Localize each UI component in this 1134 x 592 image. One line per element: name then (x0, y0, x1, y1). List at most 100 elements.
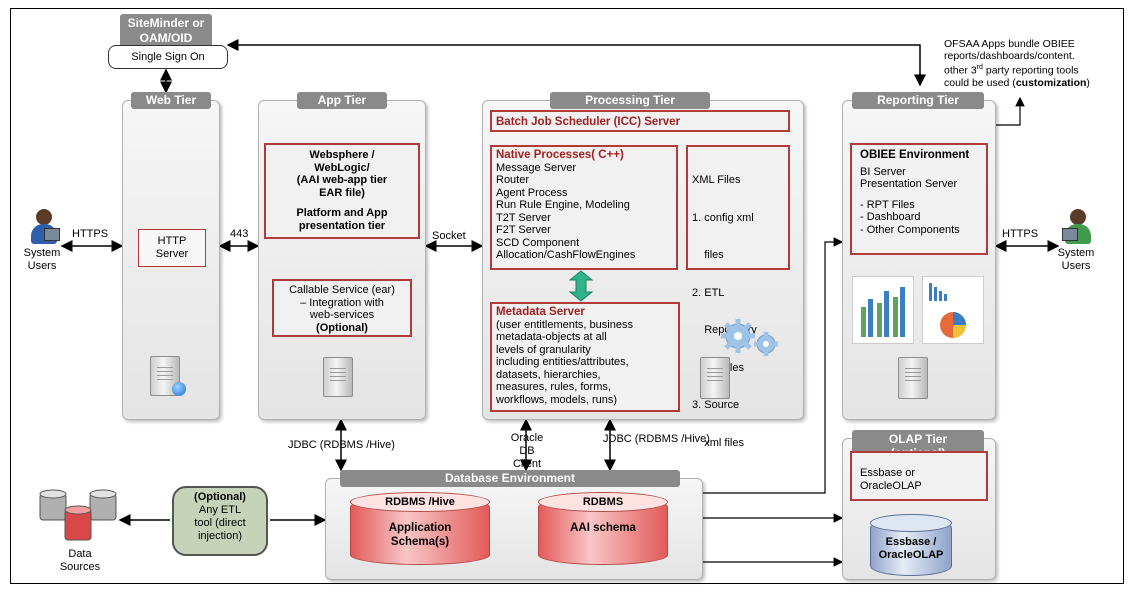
socket-label: Socket (432, 230, 466, 242)
native-processes-title: Native Processes( C++) (496, 149, 624, 161)
xml-item: 2. ETL (692, 286, 725, 299)
web-tier-title: Web Tier (131, 92, 211, 109)
processing-tier-title: Processing Tier (550, 92, 710, 109)
app-tier-title: App Tier (297, 92, 387, 109)
obiee-environment-box: OBIEE Environment BI Server Presentation… (850, 143, 988, 255)
callable-line: Callable Service (ear) (289, 284, 395, 296)
metadata-exchange-arrow-icon (568, 270, 594, 302)
database-environment-title: Database Environment (340, 470, 680, 487)
app-main-line: (AAI web-app tier (296, 174, 388, 186)
jdbc-right-label: JDBC (RDBMS /Hive) (603, 433, 710, 445)
note-line3: other 3rd party reporting tools (944, 64, 1079, 77)
native-item: Allocation/CashFlowEngines (496, 249, 636, 261)
app-main-line: Platform and App (296, 207, 388, 219)
websphere-box: Websphere / WebLogic/ (AAI web-app tier … (264, 143, 420, 239)
metadata-server-title: Metadata Server (496, 306, 585, 318)
native-item: Run Rule Engine, Modeling (496, 199, 630, 211)
callable-service-box: Callable Service (ear) – Integration wit… (272, 279, 412, 337)
http-server-box: HTTP Server (138, 229, 206, 267)
customization-note: OFSAA Apps bundle OBIEE reports/dashboar… (944, 38, 1129, 89)
app-main-line: EAR file) (319, 186, 365, 199)
metadata-line: measures, rules, forms, (496, 381, 611, 393)
native-item: T2T Server (496, 211, 551, 224)
users-right-line2: Users (1061, 260, 1091, 272)
olap-title-line1: OLAP Tier (888, 432, 948, 446)
reporting-server-icon (898, 357, 928, 399)
metadata-line: including entities/attributes, (496, 356, 629, 368)
reporting-tier-title: Reporting Tier (852, 92, 984, 109)
database-stack-icon (39, 489, 117, 541)
metadata-line: workflows, models, runs) (496, 393, 618, 406)
app-schema-line2: Schema(s) (390, 536, 450, 548)
etl-line3: tool (direct (194, 517, 246, 529)
xml-item: 3. Source (692, 399, 740, 411)
callable-line: – Integration with (300, 296, 384, 309)
xml-files-title: XML Files (692, 174, 741, 186)
xml-item: 1. config xml (692, 211, 754, 224)
essbase-cyl-line2: OracleOLAP (878, 549, 944, 561)
sso-title-line2: OAM/OID (139, 31, 193, 45)
data-sources-label: Data Sources (55, 548, 105, 574)
globe-icon (172, 382, 186, 396)
users-right-line1: System (1057, 247, 1095, 259)
callable-optional: (Optional) (316, 321, 368, 334)
essbase-box-line2: OracleOLAP (860, 479, 922, 492)
app-main-spacer (270, 199, 414, 207)
application-schema-top: RDBMS /Hive (350, 492, 490, 512)
native-item: Message Server (496, 161, 577, 174)
app-server-icon (323, 357, 353, 397)
users-left-line2: Users (27, 260, 57, 272)
essbase-cyl-line1: Essbase / (885, 536, 937, 548)
metadata-server-box: Metadata Server (user entitlements, busi… (490, 302, 680, 412)
app-schema-line1: Application (388, 522, 452, 534)
sso-label: Single Sign On (131, 51, 205, 63)
obiee-title: OBIEE Environment (860, 149, 970, 161)
https-right-label: HTTPS (1002, 228, 1039, 240)
data-sources-line1: Data (68, 548, 92, 560)
etl-line4: injection) (197, 530, 243, 542)
metadata-line: levels of granularity (496, 343, 591, 356)
native-processes-box: Native Processes( C++) Message Server Ro… (490, 145, 678, 270)
system-users-right-label: System Users (1052, 247, 1100, 273)
data-sources-line2: Sources (59, 561, 101, 573)
obiee-line: Presentation Server (860, 178, 958, 190)
diagram-frame (10, 8, 1124, 584)
metadata-line: (user entitlements, business (496, 318, 633, 331)
https-left-label: HTTPS (72, 228, 109, 240)
obiee-spacer (860, 191, 978, 199)
aai-schema-top: RDBMS (538, 492, 668, 512)
note-line2: reports/dashboards/content. (944, 50, 1075, 62)
batch-scheduler-box: Batch Job Scheduler (ICC) Server (490, 110, 790, 132)
metadata-line: metadata-objects at all (496, 331, 607, 343)
http-server-line1: HTTP (157, 235, 187, 247)
users-left-line1: System (23, 247, 61, 259)
pie-chart-thumbnail-icon (922, 276, 984, 344)
sso-title-line1: SiteMinder or (127, 16, 205, 30)
port-label: 443 (230, 228, 249, 240)
xml-item: files (692, 249, 724, 261)
note-line4: could be used (customization) (944, 76, 1090, 89)
metadata-line: datasets, hierarchies, (496, 368, 601, 381)
xml-item: xml files (692, 436, 744, 449)
essbase-cylinder-label: Essbase / OracleOLAP (870, 536, 952, 562)
system-users-left-label: System Users (18, 247, 66, 273)
http-server-line2: Server (155, 247, 189, 260)
app-main-line: Websphere / (309, 149, 375, 161)
application-schema-label: Application Schema(s) (350, 521, 490, 549)
gears-icon (721, 319, 778, 356)
user-left-icon (28, 209, 60, 245)
oracle-line2: DB Client (512, 445, 542, 470)
native-item: SCD Component (496, 236, 580, 249)
processing-server-icon (700, 357, 730, 399)
user-right-icon (1062, 209, 1094, 245)
obiee-line: BI Server (860, 165, 906, 178)
native-item: F2T Server (496, 224, 551, 236)
jdbc-left-label: JDBC (RDBMS /Hive) (288, 439, 395, 451)
etl-line2: Any ETL (198, 504, 242, 516)
obiee-line: - Dashboard (860, 211, 921, 223)
callable-line: web-services (309, 309, 375, 321)
etl-line1: (Optional) (194, 491, 246, 503)
xml-files-box: XML Files 1. config xml files 2. ETL Rep… (686, 145, 790, 449)
obiee-line: - RPT Files (860, 198, 915, 211)
native-item: Router (496, 174, 530, 186)
